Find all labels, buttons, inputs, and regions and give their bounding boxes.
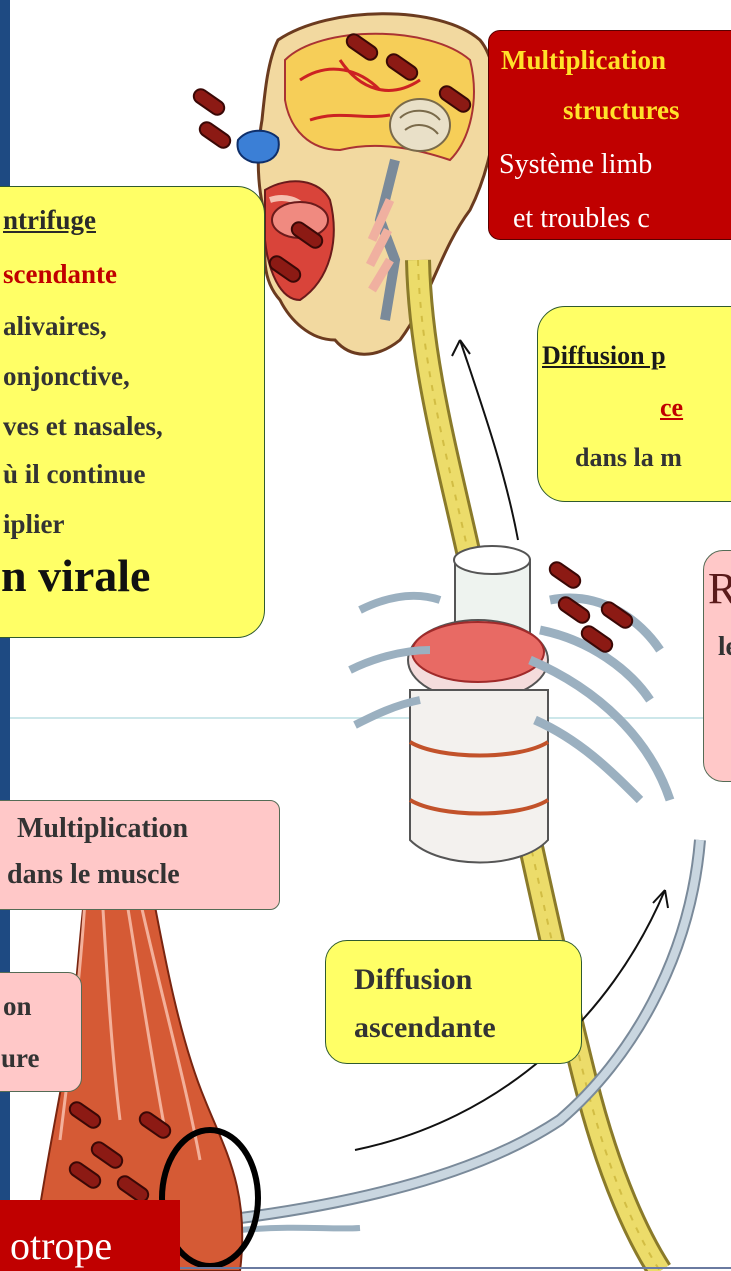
head-illustration bbox=[238, 14, 496, 355]
right-pink-line-1: R bbox=[708, 563, 731, 614]
central-diffusion-line-3: dans la m bbox=[575, 443, 682, 473]
centrifugal-line-1: ntrifuge bbox=[3, 205, 96, 236]
ascending-diffusion-line-2: ascendante bbox=[354, 1011, 496, 1045]
centrifugal-line-7: iplier bbox=[3, 509, 65, 540]
centrifugal-line-4: onjonctive, bbox=[3, 361, 130, 392]
muscle-multiplication-line-1: Multiplication bbox=[17, 813, 188, 845]
muscle-multiplication-line-2: dans le muscle bbox=[7, 859, 180, 891]
limbic-line-4: et troubles c bbox=[513, 203, 650, 235]
centrifugal-line-2: scendante bbox=[3, 259, 117, 290]
limbic-multiplication-box: Multiplication structures Système limb e… bbox=[488, 30, 731, 240]
centrifugal-line-5: ves et nasales, bbox=[3, 411, 163, 442]
vertebra-illustration bbox=[350, 546, 670, 863]
centrifugal-line-6: ù il continue bbox=[3, 459, 146, 490]
neurotropism-text: otrope bbox=[10, 1222, 112, 1269]
ascending-diffusion-line-1: Diffusion bbox=[354, 963, 472, 997]
muscle-multiplication-box: Multiplication dans le muscle bbox=[0, 800, 280, 910]
limbic-line-2: structures bbox=[563, 95, 679, 126]
centrifugal-diffusion-box: ntrifuge scendante alivaires, onjonctive… bbox=[0, 186, 265, 638]
right-pink-box: R le bbox=[703, 550, 731, 782]
neurotropism-box: otrope bbox=[0, 1200, 180, 1271]
central-diffusion-box: Diffusion p ce dans la m bbox=[537, 306, 731, 502]
left-pink-line-2: ure bbox=[1, 1043, 40, 1074]
ascending-diffusion-box: Diffusion ascendante bbox=[325, 940, 582, 1064]
limbic-line-3: Système limb bbox=[499, 149, 652, 181]
centrifugal-line-3: alivaires, bbox=[3, 311, 107, 342]
central-diffusion-line-1: Diffusion p bbox=[542, 341, 666, 371]
centrifugal-line-8: n virale bbox=[1, 549, 150, 602]
left-pink-line-1: on bbox=[3, 991, 32, 1022]
limbic-line-1: Multiplication bbox=[501, 45, 666, 76]
right-pink-line-2: le bbox=[718, 631, 731, 662]
central-diffusion-line-2: ce bbox=[660, 393, 683, 423]
left-pink-box: on ure bbox=[0, 972, 82, 1092]
